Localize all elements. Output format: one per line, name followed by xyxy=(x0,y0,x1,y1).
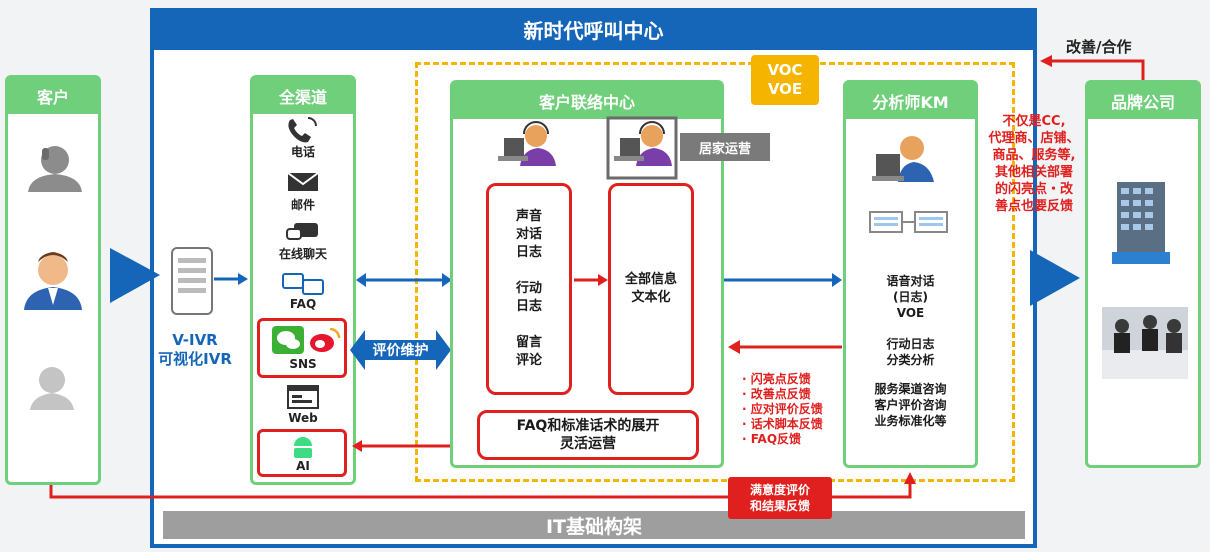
voc-dashed-region xyxy=(415,62,1015,482)
faq-ops-line-1: 灵活运营 xyxy=(560,436,616,452)
related-departments-note: 不仅是CC, 代理商、店铺、 商品、服务等, 其他相关部署 的闪亮点・改 善点也… xyxy=(982,113,1086,215)
agent-icon xyxy=(498,121,556,166)
analyst-block1-line-2: VOE xyxy=(896,306,925,320)
building-icon xyxy=(1112,182,1170,264)
feedback-item-2: · 应对评价反馈 xyxy=(742,402,823,416)
vivr-label: V-IVR 可视化IVR xyxy=(150,331,240,369)
eval-maintain-label: 评价维护 xyxy=(372,343,429,359)
feedback-list: · 闪亮点反馈 · 改善点反馈 · 应对评价反馈 · 话术脚本反馈 · FAQ反… xyxy=(742,372,842,447)
log-line-5: 留言 xyxy=(515,335,542,350)
channel-label-ai: AI xyxy=(296,459,310,473)
feedback-item-1: · 改善点反馈 xyxy=(742,387,811,401)
wechat-icon xyxy=(272,326,304,354)
analyst-block-2: 行动日志 分类分析 xyxy=(846,336,975,368)
satisfaction-line-0: 满意度评价 xyxy=(749,483,810,497)
channel-label-phone: 电话 xyxy=(290,145,315,159)
channel-label-mail: 邮件 xyxy=(290,198,315,212)
brand-panel: 品牌公司 xyxy=(1085,80,1201,468)
analyst-block3-line-0: 服务渠道咨询 xyxy=(874,382,947,396)
satisfaction-loop-line xyxy=(49,482,912,499)
it-infrastructure-bar: IT基础构架 xyxy=(163,511,1025,539)
analyst-block2-line-1: 分类分析 xyxy=(886,353,935,367)
voc-label: VOC xyxy=(767,61,803,79)
log-line-0: 声音 xyxy=(515,209,542,224)
log-line-3: 行动 xyxy=(515,281,542,296)
analyst-title: 分析师KM xyxy=(846,83,975,119)
satisfaction-box: 满意度评价 和结果反馈 xyxy=(728,477,832,519)
android-icon xyxy=(294,437,312,458)
channels-title: 全渠道 xyxy=(253,78,353,114)
channel-label-web: Web xyxy=(288,411,318,425)
mobile-phone-icon xyxy=(171,247,213,315)
meeting-photo xyxy=(1102,307,1188,379)
monitors-icon xyxy=(869,211,948,233)
businessman-icon xyxy=(24,252,82,310)
logs-box: 声音 对话 日志 行动 日志 留言 评论 xyxy=(486,183,572,395)
ai-highlight xyxy=(257,429,347,477)
analyst-icon xyxy=(872,136,934,182)
analyst-block2-line-0: 行动日志 xyxy=(886,337,935,351)
customer-to-vivr-arrow xyxy=(110,248,160,303)
log-line-2: 日志 xyxy=(515,245,542,260)
note-line-0: 不仅是CC, xyxy=(1002,114,1066,129)
contact-center-title: 客户联络中心 xyxy=(453,83,721,119)
log-line-1: 对话 xyxy=(515,227,542,242)
faq-ops-line-0: FAQ和标准话术的展开 xyxy=(516,418,660,434)
feedback-item-3: · 话术脚本反馈 xyxy=(742,417,823,431)
home-ops-tag: 居家运营 xyxy=(680,133,770,161)
eval-maintain-arrow xyxy=(350,330,451,370)
feedback-item-0: · 闪亮点反馈 xyxy=(742,372,811,386)
satisfaction-line-1: 和结果反馈 xyxy=(749,499,810,513)
weibo-icon xyxy=(310,327,341,352)
phone-icon xyxy=(288,117,317,143)
note-line-1: 代理商、店铺、 xyxy=(988,131,1080,146)
brand-to-cc-arrow xyxy=(1050,59,1145,80)
textify-box: 全部信息 文本化 xyxy=(608,183,694,395)
faq-ops-box: FAQ和标准话术的展开 灵活运营 xyxy=(477,410,699,460)
sns-highlight xyxy=(257,318,347,378)
analyst-block3-line-1: 客户评价咨询 xyxy=(874,398,947,412)
textify-line-0: 全部信息 xyxy=(624,272,677,287)
analyst-block1-line-1: (日志) xyxy=(893,290,928,304)
channel-label-faq: FAQ xyxy=(289,297,317,311)
improve-coop-label: 改善/合作 xyxy=(1066,38,1132,56)
analyst-to-brand-arrow xyxy=(1030,250,1080,306)
vivr-line1: V-IVR xyxy=(172,331,218,349)
brand-title: 品牌公司 xyxy=(1088,83,1198,119)
textify-line-1: 文本化 xyxy=(631,290,671,305)
analyst-block-3: 服务渠道咨询 客户评价咨询 业务标准化等 xyxy=(846,381,975,429)
analyst-block1-line-0: 语音对话 xyxy=(886,274,935,288)
vivr-line2: 可视化IVR xyxy=(158,350,232,368)
analyst-block-1: 语音对话 (日志) VOE xyxy=(846,273,975,321)
log-line-6: 评论 xyxy=(515,353,542,368)
main-title: 新时代呼叫中心 xyxy=(150,8,1037,50)
note-line-3: 其他相关部署 xyxy=(994,165,1073,180)
voc-voe-badge: VOC VOE xyxy=(751,55,819,105)
caller-icon xyxy=(28,146,82,192)
web-icon xyxy=(287,385,319,409)
channel-label-sns: SNS xyxy=(289,357,317,371)
feedback-item-4: · FAQ反馈 xyxy=(742,432,802,446)
note-line-5: 善点也要反馈 xyxy=(994,199,1073,214)
faq-icon xyxy=(282,273,324,295)
note-line-2: 商品、服务等, xyxy=(992,148,1076,163)
customer-title: 客户 xyxy=(8,78,98,114)
mail-icon xyxy=(287,172,319,191)
operator-woman-icon xyxy=(30,367,74,410)
channel-label-chat: 在线聊天 xyxy=(278,247,327,261)
logs-text: 声音 对话 日志 行动 日志 留言 评论 xyxy=(489,186,569,370)
chat-icon xyxy=(286,223,318,240)
home-agent-icon xyxy=(606,116,678,180)
note-line-4: 的闪亮点・改 xyxy=(994,182,1073,197)
voe-label: VOE xyxy=(767,80,803,98)
log-line-4: 日志 xyxy=(515,299,542,314)
analyst-block3-line-2: 业务标准化等 xyxy=(874,414,947,428)
